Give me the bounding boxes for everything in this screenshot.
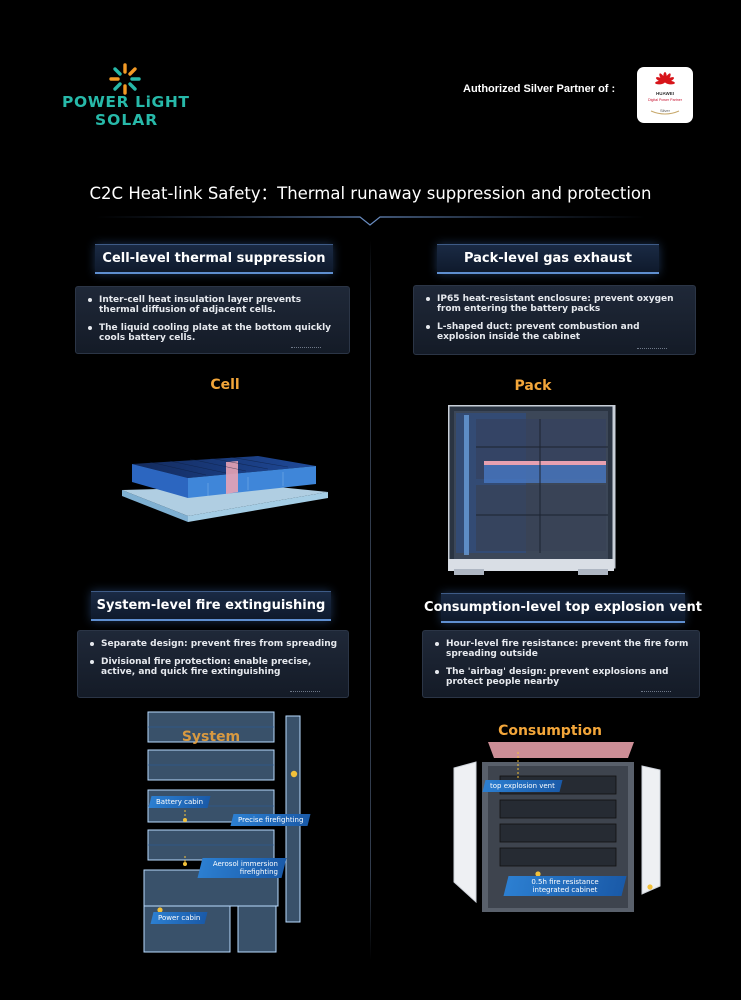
logo-line2: SOLAR [95, 111, 159, 129]
pack-label: Pack [514, 378, 552, 394]
system-bullet-1: Separate design: prevent fires from spre… [90, 639, 338, 649]
pack-section-heading: Pack-level gas exhaust [437, 244, 659, 274]
logo-line1: POWER LiGHT [62, 93, 190, 111]
power-cabin-callout: Power cabin [150, 912, 208, 924]
precise-firefighting-text: Precise firefighting [238, 816, 304, 824]
aerosol-text: Aerosol immersion firefighting [212, 860, 278, 876]
sun-logo-icon [109, 63, 141, 95]
aerosol-callout: Aerosol immersion firefighting [197, 858, 287, 878]
system-cabinet-illustration [143, 711, 301, 953]
partner-text: Authorized Silver Partner of : [463, 83, 616, 95]
consumption-bullet-2: The 'airbag' design: prevent explosions … [435, 667, 689, 687]
brand-logo: POWER LiGHT SOLAR [62, 62, 202, 132]
fire-resistance-callout: 0.5h fire resistance integrated cabinet [503, 876, 627, 896]
system-desc-box: Separate design: prevent fires from spre… [77, 630, 349, 698]
cell-desc-box: Inter-cell heat insulation layer prevent… [75, 286, 350, 354]
center-divider [370, 240, 371, 960]
consumption-label: Consumption [498, 723, 602, 739]
battery-cell-illustration [122, 456, 328, 522]
battery-pack-illustration [448, 405, 616, 575]
pack-bullet-1: IP65 heat-resistant enclosure: prevent o… [426, 294, 685, 314]
fire-resistance-text: 0.5h fire resistance integrated cabinet [531, 878, 599, 894]
system-label: System [181, 729, 241, 745]
precise-firefighting-callout: Precise firefighting [230, 814, 311, 826]
title-rule [95, 216, 646, 226]
consumption-bullet-1: Hour-level fire resistance: prevent the … [435, 639, 689, 659]
battery-cabin-callout: Battery cabin [148, 796, 211, 808]
cell-section-heading: Cell-level thermal suppression [95, 244, 333, 274]
cell-bullet-1: Inter-cell heat insulation layer prevent… [88, 295, 339, 315]
page-title: C2C Heat-link Safety：Thermal runaway sup… [89, 184, 652, 203]
top-vent-callout: top explosion vent [482, 780, 563, 792]
badge-sub: Digital Power Partner [648, 98, 682, 102]
cell-label: Cell [210, 377, 240, 393]
pack-desc-box: IP65 heat-resistant enclosure: prevent o… [413, 285, 696, 355]
badge-brand: HUAWEI [656, 91, 674, 96]
power-cabin-text: Power cabin [158, 914, 201, 922]
top-vent-text: top explosion vent [490, 782, 555, 790]
cell-bullet-2: The liquid cooling plate at the bottom q… [88, 323, 339, 343]
huawei-petal-icon [650, 72, 680, 115]
consumption-section-heading: Consumption-level top explosion vent [424, 593, 702, 623]
consumption-desc-box: Hour-level fire resistance: prevent the … [422, 630, 700, 698]
badge-tier: Silver [659, 108, 670, 113]
huawei-partner-badge: HUAWEI Digital Power Partner Silver [637, 67, 693, 123]
system-section-heading: System-level fire extinguishing [91, 591, 331, 621]
system-bullet-2: Divisional fire protection: enable preci… [90, 657, 338, 677]
battery-cabin-text: Battery cabin [156, 798, 204, 806]
pack-bullet-2: L-shaped duct: prevent combustion and ex… [426, 322, 685, 342]
